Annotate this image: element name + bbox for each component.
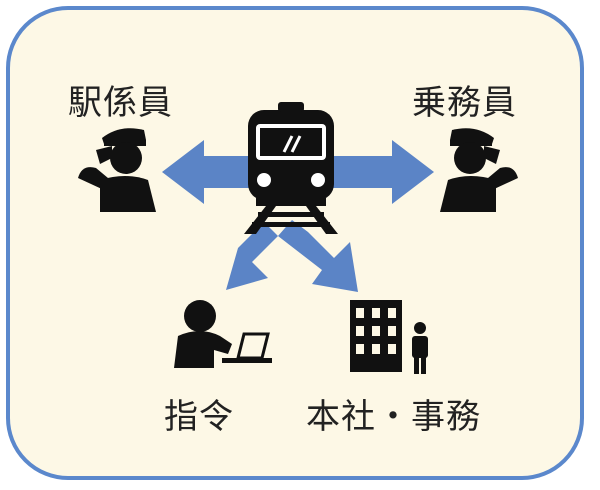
office-building-icon — [350, 300, 402, 372]
arrow-to-dispatch — [226, 220, 278, 290]
arrow-to-head-office — [278, 220, 358, 292]
train-crew-label: 乗務員 — [412, 83, 517, 123]
dispatcher-laptop-icon — [174, 300, 272, 368]
train-icon — [244, 102, 338, 234]
person-icon — [412, 322, 428, 374]
head-office-label: 本社・事務 — [306, 397, 481, 437]
station-staff-icon — [78, 128, 156, 212]
train-crew-icon — [440, 128, 518, 212]
dispatch-label: 指令 — [164, 397, 234, 437]
station-staff-label: 駅係員 — [68, 83, 173, 123]
